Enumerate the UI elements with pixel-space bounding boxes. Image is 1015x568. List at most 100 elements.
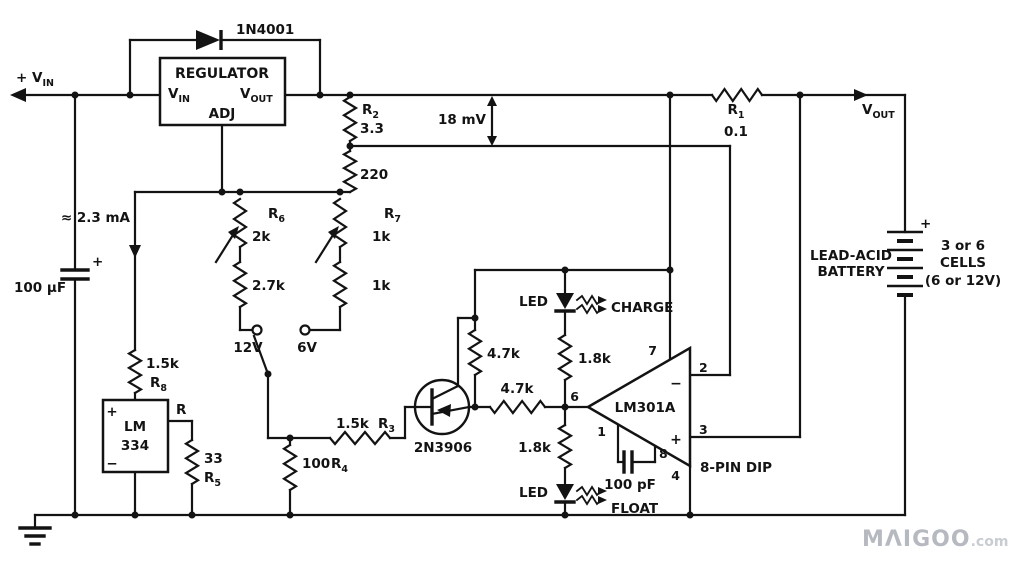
pot-r6-body <box>232 197 248 249</box>
diode-part-label: 1N4001 <box>236 22 294 38</box>
battery-label-line2: BATTERY <box>817 264 884 280</box>
r1-value-label: 0.1 <box>724 124 748 140</box>
opamp-pin6-label: 6 <box>570 389 579 404</box>
float-led-triangle-icon <box>556 484 574 500</box>
lm334-label-top: LM <box>124 419 146 435</box>
lm334-plus-label: + <box>106 404 117 420</box>
charge-led-triangle-icon <box>556 293 574 309</box>
output-voltage-label: VOUT <box>862 102 895 121</box>
r1-name-label: R1 <box>727 102 744 121</box>
regulator-adj-pin-label: ADJ <box>209 106 236 122</box>
resistor-r8-body <box>126 348 144 395</box>
mv-arrow-down-icon <box>487 136 497 146</box>
cells-label-line3: (6 or 12V) <box>925 273 1001 289</box>
solid-symbols <box>10 30 868 504</box>
resistor-r4-body <box>281 443 299 492</box>
r1k-value-label: 1k <box>372 278 391 294</box>
battery-label-line1: LEAD-ACID <box>810 248 892 264</box>
regulator-vout-pin-label: VOUT <box>240 86 273 105</box>
r2-name-label: R2 <box>362 102 379 121</box>
resistor-r1-body <box>710 87 764 103</box>
junction-dots <box>71 91 804 519</box>
pot-r7-body <box>332 197 348 249</box>
diode-triangle-icon <box>196 30 220 50</box>
opamp-inverting-label: − <box>670 376 682 392</box>
regulator-box <box>158 56 287 127</box>
wires <box>18 38 907 546</box>
resistor-1k-body <box>331 260 349 309</box>
float-mode-label: FLOAT <box>611 501 659 517</box>
opamp-pin8-label: 8 <box>659 446 668 461</box>
input-cap-value-label: 100 µF <box>14 280 66 296</box>
charge-led-ray1-arrow <box>598 296 607 304</box>
r5-value-label: 33 <box>204 451 223 467</box>
r7-name-label: R7 <box>384 206 401 225</box>
r3-value-label: 1.5k <box>336 416 370 432</box>
switch-contact-12v <box>251 324 263 336</box>
r8-value-label: 1.5k <box>146 356 180 372</box>
current-arrow-icon <box>129 245 141 258</box>
float-led-ray1-arrow <box>598 487 607 495</box>
opamp-pin3-label: 3 <box>699 422 708 437</box>
resistor-r5-body <box>183 438 201 486</box>
output-arrow-icon <box>854 89 868 101</box>
adj-current-label: ≈ 2.3 mA <box>61 210 131 226</box>
opamp-pin7-label: 7 <box>648 343 657 358</box>
r4-value-label: 100 <box>302 456 330 472</box>
resistor-4k7-vertical-body <box>466 328 484 377</box>
regulator-vin-pin-label: VIN <box>168 86 190 105</box>
watermark: MΛIGOO.com <box>862 527 1008 552</box>
float-led-label: LED <box>519 485 548 501</box>
r3-name-label: R3 <box>378 416 395 435</box>
r6-name-label: R6 <box>268 206 285 225</box>
resistor-2k7-body <box>231 260 249 309</box>
opamp-noninverting-label: + <box>670 432 682 448</box>
cells-label-line2: CELLS <box>940 255 986 271</box>
lm334-minus-label: − <box>106 456 117 472</box>
switch-12v-label: 12V <box>233 340 263 356</box>
r2k7-value-label: 2.7k <box>252 278 286 294</box>
resistor-220-body <box>341 149 359 194</box>
resistor-r2-body <box>341 95 359 143</box>
charge-led-ray2-arrow <box>598 305 607 313</box>
battery-symbol <box>887 230 923 297</box>
float-led-ray2-arrow <box>598 496 607 504</box>
r1k8-lower-label: 1.8k <box>518 440 552 456</box>
r6-value-label: 2k <box>252 229 271 245</box>
transistor-emitter-arrow-icon <box>437 404 451 417</box>
r4-name-label: R4 <box>331 456 348 475</box>
lm334-box <box>101 398 170 474</box>
mv-arrow-up-icon <box>487 96 497 106</box>
mv18-label: 18 mV <box>438 112 487 128</box>
opamp-part-label: LM301A <box>615 400 676 416</box>
r5-name-label: R5 <box>204 470 221 489</box>
opamp-pin1-label: 1 <box>597 424 606 439</box>
r8-name-label: R8 <box>150 375 167 394</box>
lm334-r-pin-label: R <box>176 402 187 418</box>
switch-6v-label: 6V <box>297 340 317 356</box>
resistor-1k8-lower-body <box>556 423 574 470</box>
charge-led-label: LED <box>519 294 548 310</box>
pot-r6-wiper-arrow-icon <box>228 226 239 239</box>
charge-mode-label: CHARGE <box>611 300 673 316</box>
dip-package-label: 8-PIN DIP <box>700 460 772 476</box>
transistor-part-label: 2N3906 <box>414 440 472 456</box>
comp-cap-value-label: 100 pF <box>604 477 656 493</box>
transistor-circle <box>413 378 471 436</box>
regulator-title: REGULATOR <box>175 66 269 82</box>
switch-contact-6v <box>299 324 311 336</box>
lm334-label-bottom: 334 <box>121 438 149 454</box>
r7-value-label: 1k <box>372 229 391 245</box>
pot-r7-wiper-arrow-icon <box>328 226 339 239</box>
resistor-r3-body <box>328 430 392 446</box>
input-voltage-label: + VIN <box>16 70 54 89</box>
battery-plus-label: + <box>920 216 931 232</box>
input-arrow-icon <box>10 88 26 102</box>
switch-pivot <box>264 370 272 378</box>
r1k8-upper-label: 1.8k <box>578 351 612 367</box>
r4k7-vertical-label: 4.7k <box>487 346 521 362</box>
opamp-pin4-label: 4 <box>671 468 680 483</box>
resistor-4k7-horizontal-body <box>488 399 547 415</box>
